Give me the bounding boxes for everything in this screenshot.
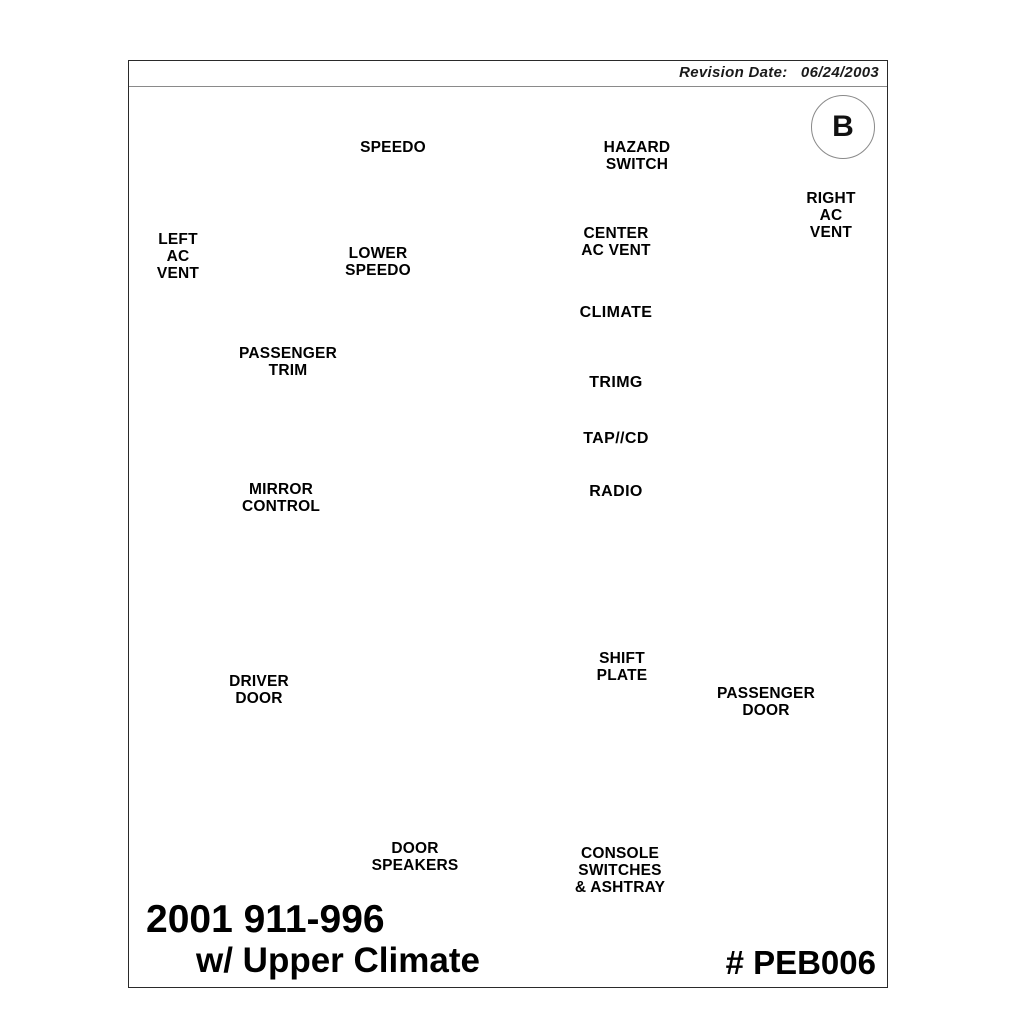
panel-label-climate: CLIMATE xyxy=(579,304,653,321)
label-lower-speedo: LOWER SPEEDO xyxy=(345,245,411,279)
label-mirror-control: MIRROR CONTROL xyxy=(241,481,321,515)
vehicle-title: 2001 911-996 xyxy=(146,898,385,941)
label-passenger-trim: PASSENGER TRIM xyxy=(239,345,337,379)
header-bar: Revision Date: 06/24/2003 xyxy=(129,61,887,87)
label-left-ac-vent: LEFT AC VENT xyxy=(156,231,200,282)
label-door-speakers: DOOR SPEAKERS xyxy=(371,840,459,874)
part-number: # PEB006 xyxy=(725,944,876,981)
panel-label-tapcd: TAP//CD xyxy=(583,430,649,447)
revision-date: Revision Date: 06/24/2003 xyxy=(679,64,879,81)
sheet-letter-badge: B xyxy=(811,95,875,159)
label-shift-plate: SHIFT PLATE xyxy=(596,650,648,684)
panel-label-trimg: TRIMG xyxy=(589,374,643,391)
label-console-switches: CONSOLE SWITCHES & ASHTRAY xyxy=(574,845,666,896)
vehicle-variant: w/ Upper Climate xyxy=(196,941,480,980)
label-hazard-switch: HAZARD SWITCH xyxy=(603,139,671,173)
label-passenger-door: PASSENGER DOOR xyxy=(717,685,815,719)
diagram-frame: Revision Date: 06/24/2003 xyxy=(128,60,888,988)
label-center-ac-vent: CENTER AC VENT xyxy=(581,225,651,259)
label-speedo: SPEEDO xyxy=(360,139,426,156)
label-right-ac-vent: RIGHT AC VENT xyxy=(806,190,856,241)
panel-label-radio: RADIO xyxy=(589,483,643,500)
label-driver-door: DRIVER DOOR xyxy=(229,673,289,707)
